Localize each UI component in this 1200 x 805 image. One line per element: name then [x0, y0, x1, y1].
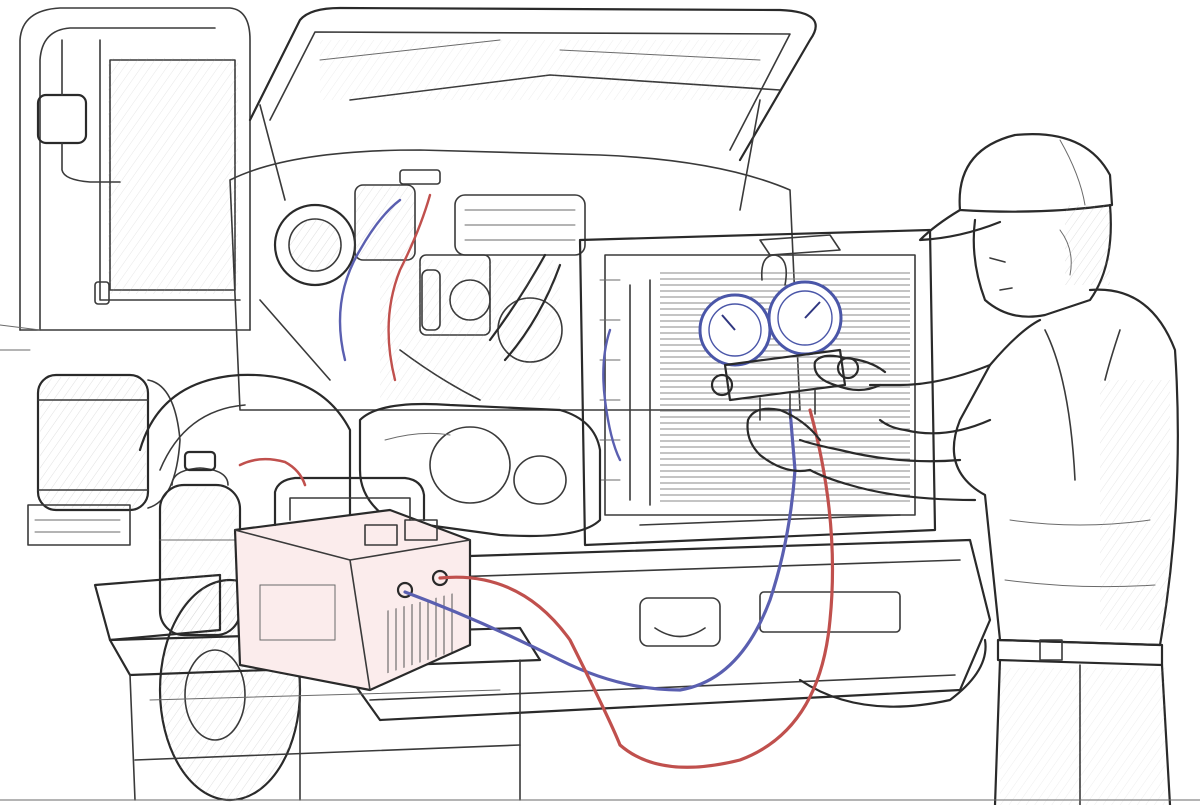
recovery-machine [233, 476, 472, 692]
side-mirror [36, 39, 121, 183]
cap [918, 133, 1114, 242]
hands [746, 354, 887, 473]
technician [746, 133, 1179, 805]
open-hood [248, 6, 817, 211]
truck-cab [0, 7, 251, 351]
alternator [273, 203, 357, 287]
low-pressure-gauge [698, 293, 772, 367]
headlight [358, 402, 602, 538]
refrigerant-tank [158, 450, 242, 637]
legs [993, 658, 1172, 805]
high-pressure-gauge [767, 280, 843, 356]
arms [798, 363, 992, 502]
belt [996, 638, 1164, 667]
engine-bay [229, 149, 801, 411]
torso [952, 288, 1179, 647]
manifold-gauge-set [698, 254, 860, 421]
low-side-hose [338, 198, 797, 692]
head [972, 203, 1112, 318]
fuel-tank [27, 373, 181, 546]
high-side-hose [238, 193, 835, 769]
radiator-condenser [578, 228, 937, 547]
